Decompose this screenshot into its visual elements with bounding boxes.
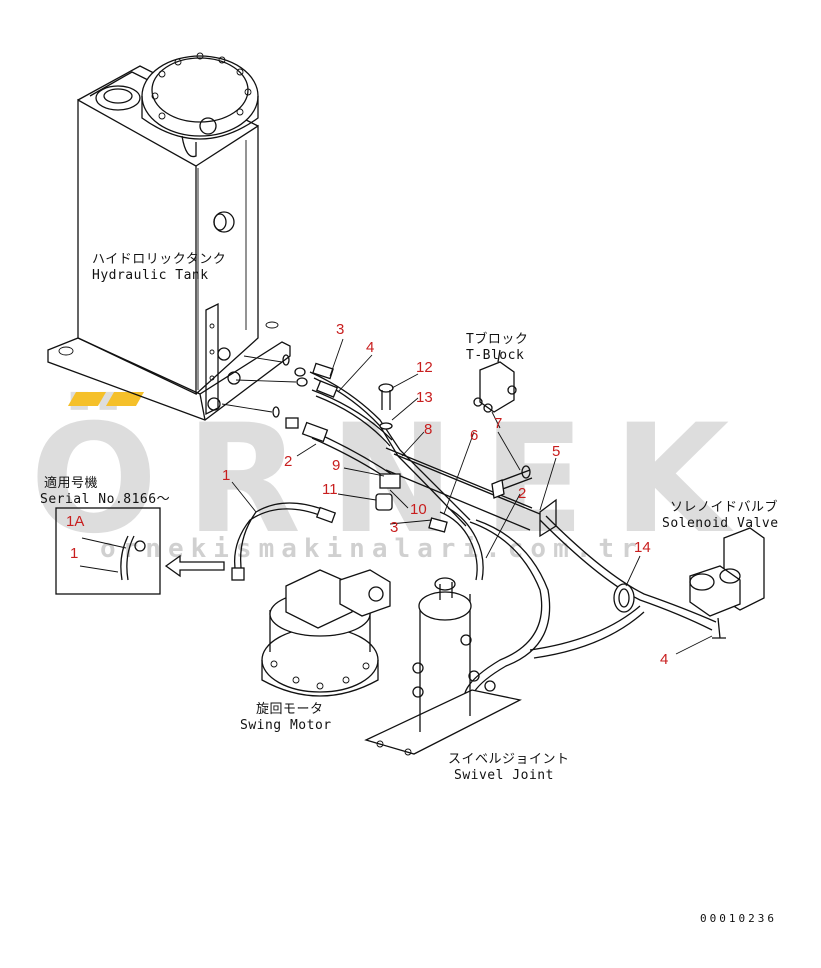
- solenoid-valve: [689, 527, 765, 639]
- tank-fittings: [221, 354, 308, 429]
- callout-11: 11: [322, 481, 338, 498]
- hose-1: [231, 502, 337, 581]
- callout-1: 1: [222, 467, 231, 484]
- hoses-top: [301, 362, 471, 527]
- arrow-icon: [164, 554, 225, 578]
- callout-3: 3: [336, 321, 345, 338]
- callout-14: 14: [634, 539, 651, 556]
- callout-4b: 4: [660, 651, 669, 668]
- hydraulic-tank: [47, 52, 291, 421]
- callout-8: 8: [424, 421, 433, 438]
- t-block-label-jp: Tブロック: [466, 332, 529, 347]
- bolt-5: [491, 465, 533, 499]
- swivel-joint: [364, 577, 522, 756]
- callout-7: 7: [494, 415, 503, 432]
- serial-inset: [55, 507, 161, 595]
- hose-14: [529, 515, 717, 659]
- callout-12: 12: [416, 359, 433, 376]
- callout-4: 4: [366, 339, 375, 356]
- bolt-12: [378, 383, 394, 430]
- callout-3b: 3: [390, 519, 399, 536]
- swivel-joint-label-en: Swivel Joint: [454, 768, 554, 783]
- callout-1a: 1A: [66, 513, 85, 530]
- callout-10: 10: [410, 501, 427, 518]
- solenoid-label-en: Solenoid Valve: [662, 516, 779, 531]
- callout-6: 6: [470, 427, 479, 444]
- callout-2b: 2: [518, 485, 527, 502]
- hydraulic-tank-label-en: Hydraulic Tank: [92, 268, 209, 283]
- swivel-joint-label-jp: スイベルジョイント: [448, 752, 570, 767]
- serial-label-en: Serial No.8166〜: [40, 492, 171, 507]
- solenoid-label-jp: ソレノイドバルブ: [670, 500, 779, 515]
- callout-5: 5: [552, 443, 561, 460]
- callout-1c: 1: [70, 545, 79, 562]
- hydraulic-tank-label-jp: ハイドロリックタンク: [92, 252, 227, 267]
- leader-lines: [231, 338, 713, 655]
- swing-motor-label-en: Swing Motor: [240, 718, 332, 733]
- swing-motor-label-jp: 旋回モータ: [256, 702, 324, 717]
- t-block-label-en: T-Block: [466, 348, 525, 363]
- drawing-code: 00010236: [700, 912, 777, 925]
- callout-13: 13: [416, 389, 433, 406]
- serial-label-jp: 適用号機: [44, 476, 99, 491]
- callout-2: 2: [284, 453, 293, 470]
- swing-motor: [261, 569, 391, 697]
- callout-9: 9: [332, 457, 341, 474]
- t-block: [473, 349, 517, 413]
- watermark-site: ornekismakinalari.com.tr: [100, 534, 644, 564]
